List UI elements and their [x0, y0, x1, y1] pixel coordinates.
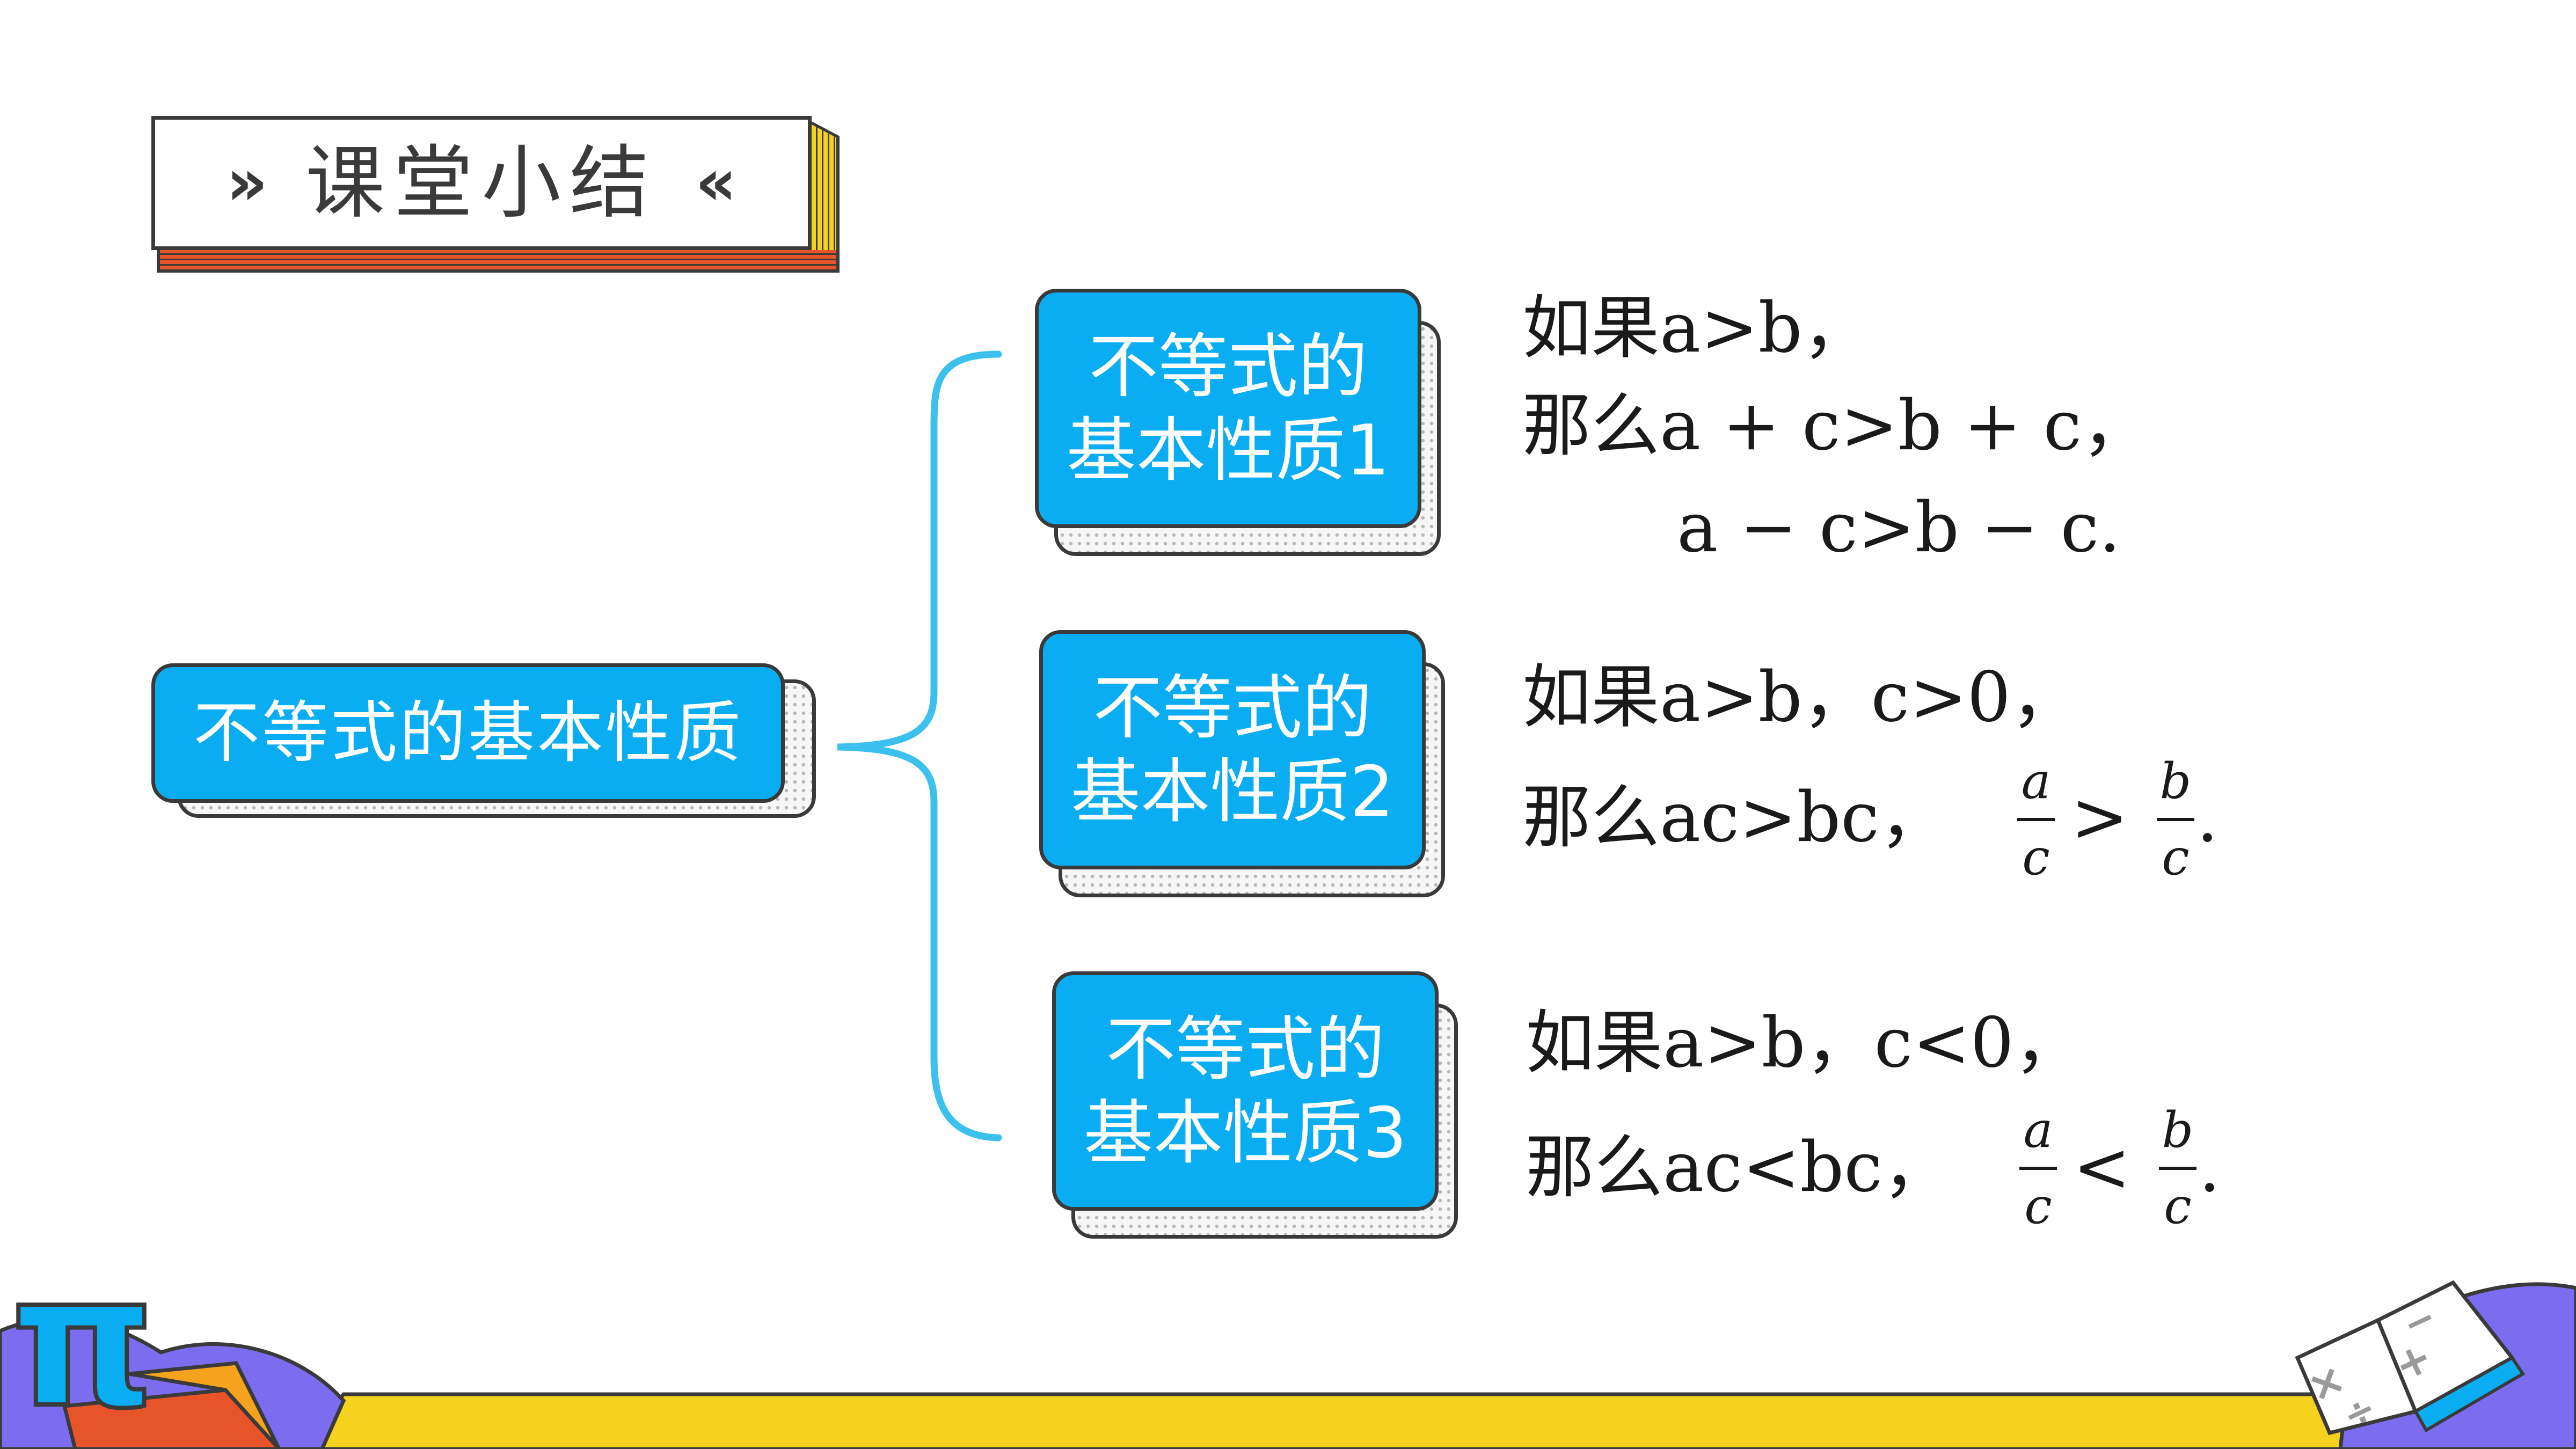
property-2-fraction-a-over-c: a c [2017, 757, 2055, 882]
root-concept-box: 不等式的基本性质 [151, 663, 817, 819]
open-book-icon [2295, 1280, 2526, 1436]
fraction-bar [2019, 1167, 2057, 1170]
property-3-relation: < [2073, 1128, 2131, 1208]
property-box-3-line1: 不等式的 [1105, 1008, 1385, 1090]
property-1-formula-line-2: 那么a + c>b + c， [1522, 386, 2151, 466]
banner-bottom-stripes [157, 250, 840, 273]
fraction-denominator: c [2024, 1177, 2052, 1235]
property-1-formula-line-3: a − c>b − c. [1677, 488, 2121, 568]
property-box-1-line1: 不等式的 [1088, 326, 1368, 407]
property-box-2-line1: 不等式的 [1092, 667, 1372, 749]
property-3-fraction-a-over-c: a c [2019, 1106, 2057, 1231]
property-box-2-line2: 基本性质2 [1070, 751, 1395, 832]
property-box-3-face: 不等式的 基本性质3 [1052, 971, 1439, 1211]
pi-symbol-icon: π [9, 1235, 157, 1448]
section-title-banner: » 课堂小结 « [151, 116, 844, 277]
fraction-denominator: c [2164, 1177, 2192, 1235]
property-2-end-period: . [2196, 778, 2219, 858]
fraction-numerator: a [2023, 1101, 2053, 1159]
fraction-bar [2157, 818, 2194, 821]
property-box-3: 不等式的 基本性质3 [1052, 971, 1460, 1240]
property-1-formula-line-1: 如果a>b， [1522, 288, 1871, 368]
section-title: 课堂小结 [305, 137, 658, 229]
property-box-2-face: 不等式的 基本性质2 [1039, 630, 1426, 869]
property-3-end-period: . [2199, 1128, 2221, 1208]
fraction-denominator: c [2022, 829, 2050, 886]
fraction-denominator: c [2162, 829, 2190, 886]
property-3-formula-line-2: 那么ac<bc， [1526, 1128, 1951, 1208]
double-chevron-left-icon: « [695, 145, 737, 220]
property-3-formula-line-1: 如果a>b，c<0， [1526, 1003, 2083, 1083]
property-2-formula-line-2: 那么ac>bc， [1522, 778, 1948, 858]
property-2-formula-line-1: 如果a>b，c>0， [1522, 657, 2079, 737]
property-3-fraction-b-over-c: b c [2159, 1106, 2196, 1231]
property-2-relation: > [2071, 778, 2129, 858]
property-box-1-face: 不等式的 基本性质1 [1035, 289, 1421, 528]
banner-face: » 课堂小结 « [151, 116, 812, 250]
fraction-numerator: a [2021, 752, 2051, 810]
property-box-1-line2: 基本性质1 [1066, 409, 1390, 491]
fraction-numerator: b [2162, 1101, 2194, 1159]
property-2-fraction-b-over-c: b c [2157, 757, 2194, 882]
root-box-face: 不等式的基本性质 [151, 663, 785, 803]
property-box-3-line2: 基本性质3 [1083, 1092, 1407, 1174]
fraction-bar [2017, 818, 2055, 821]
root-box-label: 不等式的基本性质 [193, 694, 743, 772]
double-chevron-right-icon: » [226, 145, 268, 220]
banner-side-stripes [812, 121, 840, 270]
fraction-bar [2159, 1167, 2196, 1170]
property-box-2: 不等式的 基本性质2 [1039, 630, 1447, 898]
property-box-1: 不等式的 基本性质1 [1035, 289, 1443, 557]
fraction-numerator: b [2159, 752, 2192, 810]
